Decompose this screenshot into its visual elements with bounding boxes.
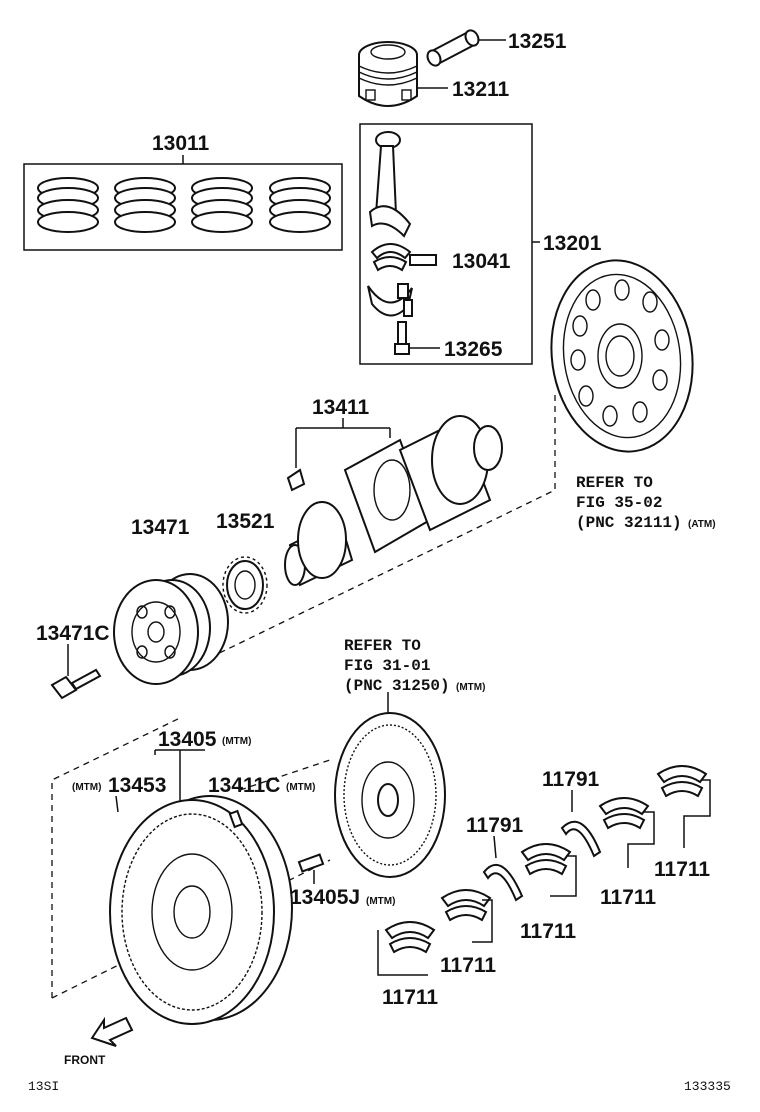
ref-atm-line1: REFER TO: [576, 474, 653, 492]
label-13011: 13011: [152, 132, 210, 155]
label-13411c-tag: (MTM): [286, 782, 315, 793]
label-13201: 13201: [543, 232, 602, 255]
ring-stack: [114, 177, 176, 233]
label-13521: 13521: [216, 510, 275, 533]
ref-mtm-line3: (PNC 31250): [344, 677, 450, 695]
crankshaft: [284, 415, 503, 587]
diagram-code-left: 13SI: [28, 1079, 59, 1094]
label-11711-d: 11711: [440, 954, 496, 977]
ring-stack: [269, 177, 331, 233]
label-13405: 13405: [158, 728, 217, 751]
ref-atm-line2: FIG 35-02: [576, 494, 662, 512]
label-13211: 13211: [452, 78, 510, 101]
label-13405j: 13405J: [290, 886, 360, 909]
connecting-rod: [368, 131, 412, 238]
label-13405j-tag: (MTM): [366, 896, 395, 907]
ref-atm-line3: (PNC 32111): [576, 514, 682, 532]
piston-ring-set: [23, 155, 343, 251]
rod-bolt: [394, 321, 440, 355]
ring-stack: [191, 177, 253, 233]
ref-atm-tag: (ATM): [688, 519, 716, 530]
ref-mtm-line1: REFER TO: [344, 637, 421, 655]
pulley-bolt: [50, 644, 102, 700]
label-11711-b: 11711: [600, 886, 656, 909]
rod-bearing: [370, 243, 437, 272]
label-13411c: 13411C: [208, 774, 280, 797]
label-11791-lower: 11791: [466, 814, 524, 837]
label-13041: 13041: [452, 250, 511, 273]
ref-mtm-tag: (MTM): [456, 682, 485, 693]
label-13453-tag: (MTM): [72, 782, 101, 793]
label-13405-tag: (MTM): [222, 736, 251, 747]
rod-cap: [367, 283, 413, 317]
label-11711-c: 11711: [520, 920, 576, 943]
label-13471c: 13471C: [36, 622, 110, 645]
piston-pin: [426, 29, 506, 67]
crankshaft-pulley: [113, 573, 229, 685]
connecting-rod-assembly: [359, 123, 540, 365]
ref-mtm-line2: FIG 31-01: [344, 657, 430, 675]
crankshaft-bearing: [656, 765, 711, 848]
diagram-code-right: 133335: [684, 1079, 731, 1094]
clutch-disc: [334, 692, 446, 878]
drive-plate: [550, 259, 694, 453]
label-13453: 13453: [108, 774, 166, 797]
flywheel: [109, 749, 293, 1025]
front-label: FRONT: [64, 1053, 106, 1067]
crankshaft-bearing: [377, 921, 436, 976]
crankshaft-timing-gear: [222, 556, 268, 614]
label-13471: 13471: [131, 516, 190, 539]
label-11711-a: 11711: [654, 858, 710, 881]
label-11711-e: 11711: [382, 986, 438, 1009]
flywheel-bolt: [297, 853, 325, 884]
front-arrow-icon: [90, 1016, 134, 1047]
ring-stack: [37, 177, 99, 233]
reference-note-mtm: REFER TO FIG 31-01 (PNC 31250) (MTM): [344, 637, 485, 695]
crankshaft-bearing: [520, 843, 577, 897]
label-11791-upper: 11791: [542, 768, 600, 791]
crankshaft-bearing: [598, 797, 655, 868]
thrust-washer: [482, 835, 524, 902]
piston: [358, 41, 448, 107]
label-13265: 13265: [444, 338, 503, 361]
thrust-washer: [560, 790, 602, 858]
label-13251: 13251: [508, 30, 567, 53]
reference-note-atm: REFER TO FIG 35-02 (PNC 32111) (ATM): [576, 474, 716, 532]
label-13411: 13411: [312, 396, 370, 419]
crankshaft-bearing: [440, 889, 493, 943]
